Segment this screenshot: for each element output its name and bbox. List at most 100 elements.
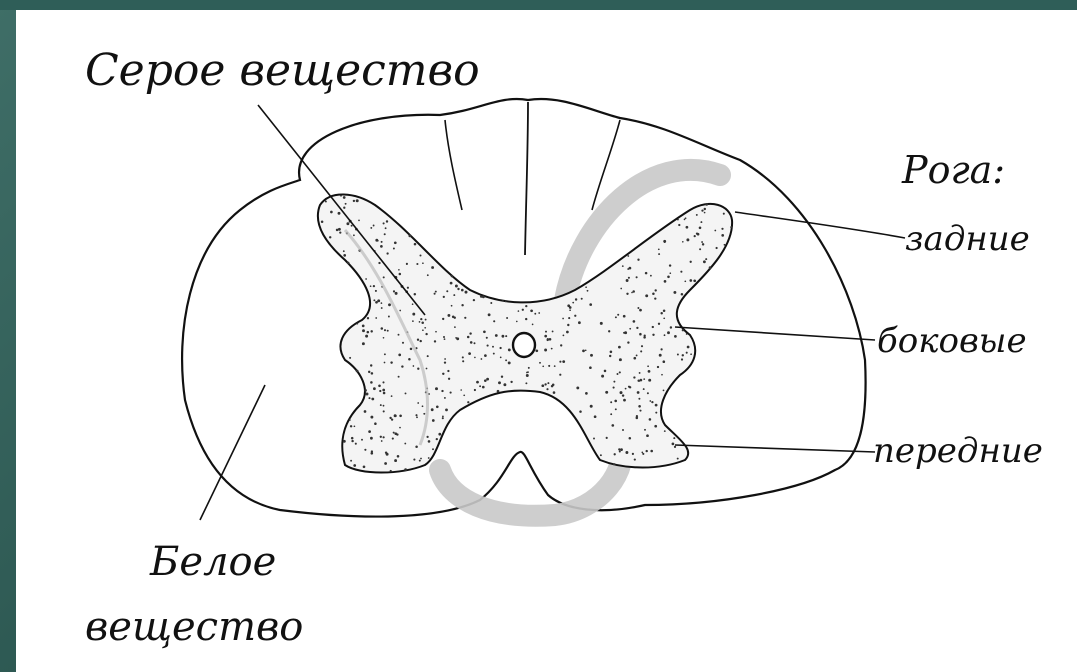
stipple-dot — [384, 233, 386, 235]
stipple-dot — [614, 453, 616, 455]
stipple-dot — [501, 376, 503, 378]
stipple-dot — [495, 334, 498, 337]
stipple-dot — [364, 410, 367, 413]
stipple-dot — [697, 233, 700, 236]
stipple-dot — [451, 305, 453, 307]
stipple-dot — [633, 376, 635, 378]
stipple-dot — [544, 349, 547, 352]
stipple-dot — [461, 289, 464, 292]
stipple-dot — [442, 318, 444, 320]
stipple-dot — [353, 464, 356, 467]
stipple-dot — [375, 290, 377, 292]
stipple-dot — [408, 358, 411, 361]
stipple-dot — [562, 360, 565, 363]
stipple-dot — [574, 315, 576, 317]
stipple-dot — [431, 266, 434, 269]
stipple-dot — [375, 239, 378, 242]
stipple-dot — [417, 368, 419, 370]
stipple-dot — [420, 340, 422, 342]
stipple-dot — [380, 436, 382, 438]
stipple-dot — [589, 366, 592, 369]
stipple-dot — [634, 459, 636, 461]
stipple-dot — [365, 278, 367, 280]
stipple-dot — [356, 199, 359, 202]
stipple-dot — [701, 241, 703, 243]
stipple-dot — [667, 331, 670, 334]
stipple-dot — [690, 261, 692, 263]
stipple-dot — [388, 316, 390, 318]
stipple-dot — [639, 410, 641, 412]
stipple-dot — [355, 443, 357, 445]
stipple-dot — [640, 350, 642, 352]
stipple-dot — [638, 398, 640, 400]
stipple-dot — [627, 341, 629, 343]
stipple-dot — [366, 393, 369, 396]
stipple-dot — [422, 329, 424, 331]
stipple-dot — [682, 329, 684, 331]
stipple-dot — [371, 450, 373, 452]
stipple-dot — [413, 365, 415, 367]
label-horns-heading: Рога: — [901, 148, 1005, 192]
stipple-dot — [673, 437, 675, 439]
stipple-dot — [563, 335, 565, 337]
stipple-dot — [721, 234, 724, 237]
stipple-dot — [486, 378, 489, 381]
stipple-dot — [505, 301, 507, 303]
stipple-dot — [362, 342, 365, 345]
stipple-dot — [473, 299, 475, 301]
stipple-dot — [431, 408, 434, 411]
stipple-dot — [490, 302, 492, 304]
stipple-dot — [709, 266, 712, 269]
stipple-dot — [654, 425, 657, 428]
stipple-dot — [456, 337, 459, 340]
stipple-dot — [375, 301, 378, 304]
stipple-dot — [641, 452, 643, 454]
stipple-dot — [493, 320, 495, 322]
stipple-dot — [468, 352, 471, 355]
stipple-dot — [663, 360, 666, 363]
stipple-dot — [714, 230, 716, 232]
stipple-dot — [394, 459, 397, 462]
stipple-dot — [435, 291, 437, 293]
stipple-dot — [637, 391, 640, 394]
stipple-dot — [362, 325, 365, 328]
stipple-dot — [663, 317, 665, 319]
stipple-dot — [628, 386, 630, 388]
stipple-dot — [663, 390, 665, 392]
stipple-dot — [362, 329, 365, 332]
stipple-dot — [434, 340, 436, 342]
stipple-dot — [416, 416, 418, 418]
stipple-dot — [674, 446, 676, 448]
stipple-dot — [655, 404, 658, 407]
stipple-dot — [453, 294, 455, 296]
stipple-dot — [503, 383, 506, 386]
stipple-dot — [547, 382, 549, 384]
stipple-dot — [487, 345, 489, 347]
stipple-dot — [648, 370, 651, 373]
stipple-dot — [484, 354, 487, 357]
stipple-dot — [702, 243, 704, 245]
stipple-dot — [368, 397, 370, 399]
stipple-dot — [371, 398, 374, 401]
stipple-dot — [417, 402, 419, 404]
stipple-dot — [402, 342, 404, 344]
stipple-dot — [606, 437, 608, 439]
stipple-dot — [325, 201, 327, 203]
stipple-dot — [682, 241, 684, 243]
stipple-dot — [488, 313, 491, 316]
stipple-dot — [432, 448, 434, 450]
stipple-dot — [659, 354, 662, 357]
stipple-dot — [381, 327, 384, 330]
stipple-dot — [384, 353, 386, 355]
stipple-dot — [617, 314, 619, 316]
stipple-dot — [354, 425, 356, 427]
stipple-dot — [638, 380, 640, 382]
stipple-dot — [479, 385, 481, 387]
stipple-dot — [682, 354, 684, 356]
stipple-dot — [549, 338, 552, 341]
stipple-dot — [690, 353, 692, 355]
stipple-dot — [330, 211, 333, 214]
stipple-dot — [567, 324, 569, 326]
stipple-dot — [629, 437, 632, 440]
stipple-dot — [474, 357, 476, 359]
